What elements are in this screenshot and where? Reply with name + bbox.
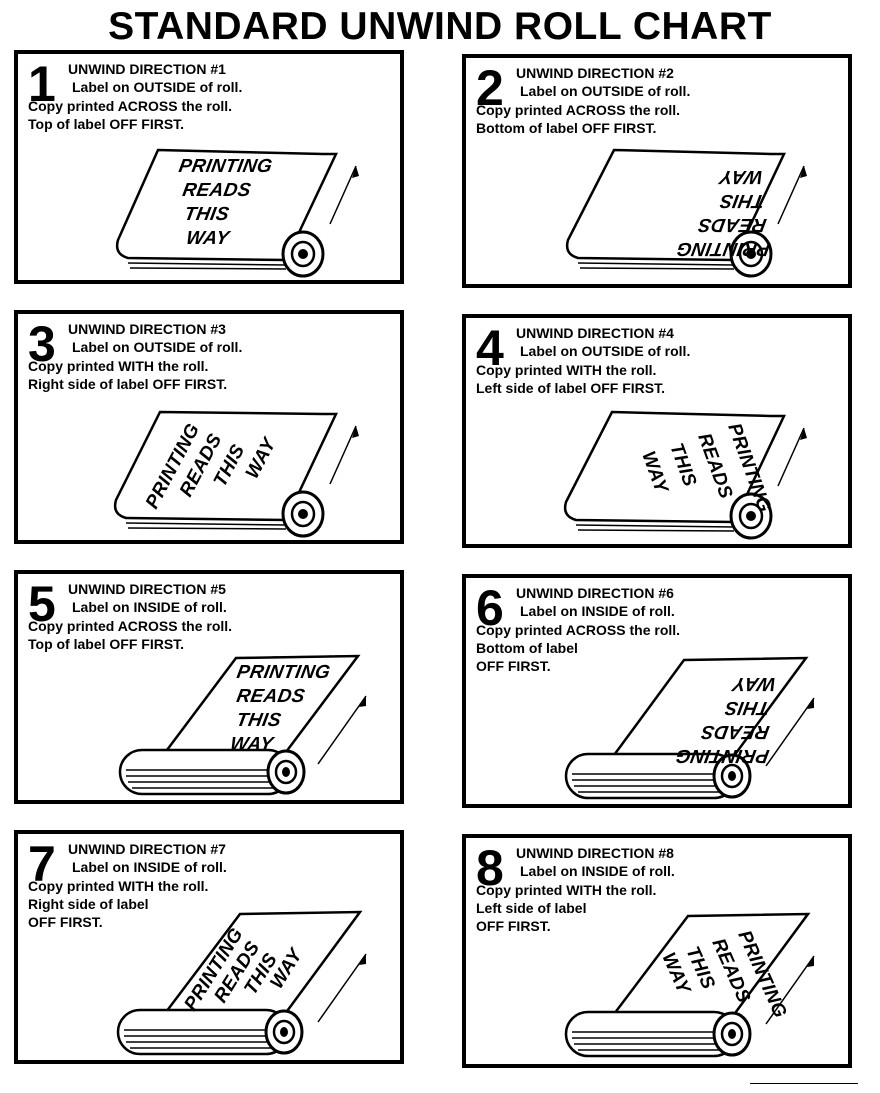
direction-number: 7 <box>28 836 56 892</box>
panel-unwind-4: 4 UNWIND DIRECTION #4 Label on OUTSIDE o… <box>462 314 852 548</box>
panel-unwind-6: 6 UNWIND DIRECTION #6 Label on INSIDE of… <box>462 574 852 808</box>
roll-text-way: WAY <box>729 673 777 694</box>
direction-heading: UNWIND DIRECTION #2 <box>516 65 674 81</box>
roll-text-reads: READS <box>181 180 253 201</box>
roll-inside-illustration: PRINTING READS THIS WAY <box>116 910 367 1056</box>
panel-unwind-7: 7 UNWIND DIRECTION #7 Label on INSIDE of… <box>14 830 404 1064</box>
direction-number: 1 <box>28 56 56 112</box>
off-first: Left side of label OFF FIRST. <box>476 380 666 396</box>
off-first: Top of label OFF FIRST. <box>28 636 185 652</box>
off-first-line-2: OFF FIRST. <box>476 658 551 674</box>
roll-outside-illustration: PRINTING READS THIS WAY <box>563 410 807 540</box>
label-position: Label on INSIDE of roll. <box>520 863 675 879</box>
footer-rule <box>750 1083 858 1084</box>
roll-text-printing: PRINTING <box>177 156 274 177</box>
roll-text-reads: READS <box>699 721 771 742</box>
label-position: Label on OUTSIDE of roll. <box>520 83 691 99</box>
copy-orientation: Copy printed WITH the roll. <box>28 358 209 374</box>
label-position: Label on OUTSIDE of roll. <box>520 343 691 359</box>
label-position: Label on INSIDE of roll. <box>520 603 675 619</box>
direction-number: 3 <box>28 316 56 372</box>
roll-text-printing: PRINTING <box>674 745 771 766</box>
copy-orientation: Copy printed ACROSS the roll. <box>28 618 233 634</box>
off-first: Right side of label OFF FIRST. <box>28 376 228 392</box>
direction-heading: UNWIND DIRECTION #6 <box>516 585 674 601</box>
roll-text-way: WAY <box>716 166 764 187</box>
chart-title: STANDARD UNWIND ROLL CHART <box>108 5 772 48</box>
roll-outside-illustration: PRINTING READS THIS WAY <box>113 410 359 538</box>
panel-unwind-3: 3 UNWIND DIRECTION #3 Label on OUTSIDE o… <box>14 310 404 544</box>
copy-orientation: Copy printed WITH the roll. <box>28 878 209 894</box>
off-first: Left side of label <box>476 900 587 916</box>
roll-outside-illustration: PRINTING READS THIS WAY <box>565 148 807 278</box>
direction-heading: UNWIND DIRECTION #5 <box>68 581 226 597</box>
copy-orientation: Copy printed WITH the roll. <box>476 362 657 378</box>
direction-heading: UNWIND DIRECTION #3 <box>68 321 226 337</box>
direction-number: 8 <box>476 840 504 896</box>
direction-number: 5 <box>28 576 56 632</box>
roll-inside-illustration: PRINTING READS THIS WAY <box>118 654 367 796</box>
direction-heading: UNWIND DIRECTION #1 <box>68 61 226 77</box>
off-first: Bottom of label <box>476 640 578 656</box>
copy-orientation: Copy printed ACROSS the roll. <box>476 102 681 118</box>
copy-orientation: Copy printed ACROSS the roll. <box>28 98 233 114</box>
off-first-line-2: OFF FIRST. <box>476 918 551 934</box>
roll-outside-illustration: PRINTING READS THIS WAY <box>115 148 359 278</box>
direction-number: 2 <box>476 60 504 116</box>
direction-heading: UNWIND DIRECTION #7 <box>68 841 226 857</box>
panel-unwind-8: 8 UNWIND DIRECTION #8 Label on INSIDE of… <box>462 834 852 1068</box>
off-first: Bottom of label OFF FIRST. <box>476 120 657 136</box>
roll-text-printing: PRINTING <box>235 662 332 683</box>
label-position: Label on OUTSIDE of roll. <box>72 339 243 355</box>
roll-text-reads: READS <box>696 214 768 235</box>
roll-text-this: THIS <box>183 204 231 225</box>
direction-heading: UNWIND DIRECTION #4 <box>516 325 674 341</box>
panel-unwind-1: 1 UNWIND DIRECTION #1 Label on OUTSIDE o… <box>14 50 404 284</box>
roll-text-this: THIS <box>235 710 283 731</box>
roll-text-way: WAY <box>184 228 232 249</box>
roll-inside-illustration: PRINTING READS THIS WAY <box>564 912 815 1058</box>
panel-unwind-2: 2 UNWIND DIRECTION #2 Label on OUTSIDE o… <box>462 54 852 288</box>
label-position: Label on INSIDE of roll. <box>72 599 227 615</box>
direction-number: 6 <box>476 580 504 636</box>
copy-orientation: Copy printed WITH the roll. <box>476 882 657 898</box>
roll-inside-illustration: PRINTING READS THIS WAY <box>564 656 815 800</box>
direction-number: 4 <box>476 320 504 376</box>
roll-text-way: WAY <box>228 734 276 755</box>
roll-text-printing: PRINTING <box>675 238 772 259</box>
off-first: Top of label OFF FIRST. <box>28 116 185 132</box>
off-first-line-2: OFF FIRST. <box>28 914 103 930</box>
off-first: Right side of label <box>28 896 149 912</box>
roll-text-reads: READS <box>235 686 307 707</box>
copy-orientation: Copy printed ACROSS the roll. <box>476 622 681 638</box>
label-position: Label on OUTSIDE of roll. <box>72 79 243 95</box>
roll-text-this: THIS <box>718 190 766 211</box>
direction-heading: UNWIND DIRECTION #8 <box>516 845 674 861</box>
label-position: Label on INSIDE of roll. <box>72 859 227 875</box>
roll-text-this: THIS <box>723 697 771 718</box>
panel-unwind-5: 5 UNWIND DIRECTION #5 Label on INSIDE of… <box>14 570 404 804</box>
